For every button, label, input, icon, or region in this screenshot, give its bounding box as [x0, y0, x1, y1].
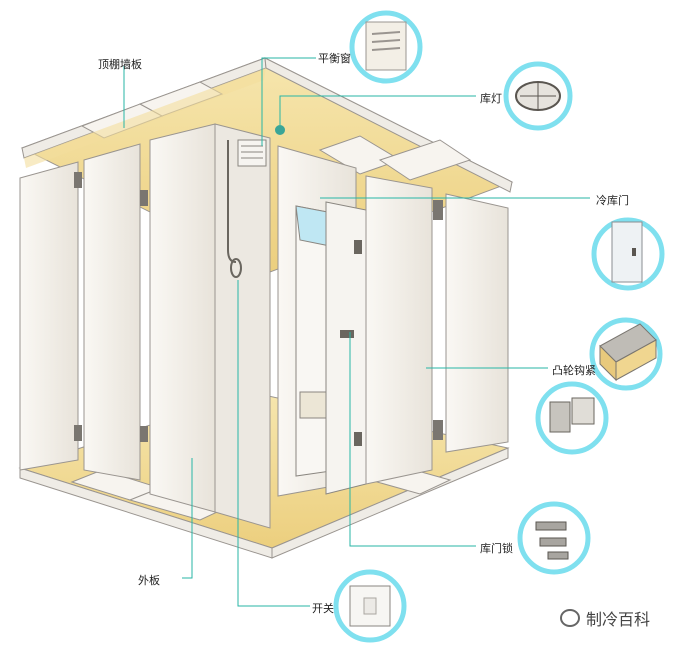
watermark-text: 制冷百科 — [586, 610, 651, 629]
watermark: 制冷百科 — [560, 606, 650, 630]
callout-balance-window — [349, 10, 423, 84]
label-balance-window: 平衡窗 — [318, 52, 351, 65]
callout-door-lock — [517, 501, 591, 575]
balance-window — [237, 139, 267, 167]
left-wall — [19, 123, 271, 529]
lamp-fixture — [275, 125, 285, 135]
callout-cam-hook — [589, 317, 663, 391]
label-switch: 开关 — [312, 602, 334, 615]
label-lamp: 库灯 — [480, 92, 502, 105]
right-wall — [277, 145, 509, 497]
door-handle-left — [230, 258, 242, 278]
callout-lamp — [503, 61, 573, 131]
wechat-icon — [560, 609, 580, 627]
label-door: 冷库门 — [596, 194, 629, 207]
conduit — [227, 140, 237, 263]
callout-hinge — [535, 381, 609, 455]
label-door-lock: 库门锁 — [480, 542, 513, 555]
callout-switch — [333, 569, 407, 643]
label-cam-hook: 凸轮钩紧 — [552, 364, 596, 377]
leader-lines — [123, 57, 590, 607]
callout-door — [591, 217, 665, 291]
label-outer-panel: 外板 — [138, 574, 160, 587]
label-top-panel: 顶棚墙板 — [98, 58, 142, 71]
